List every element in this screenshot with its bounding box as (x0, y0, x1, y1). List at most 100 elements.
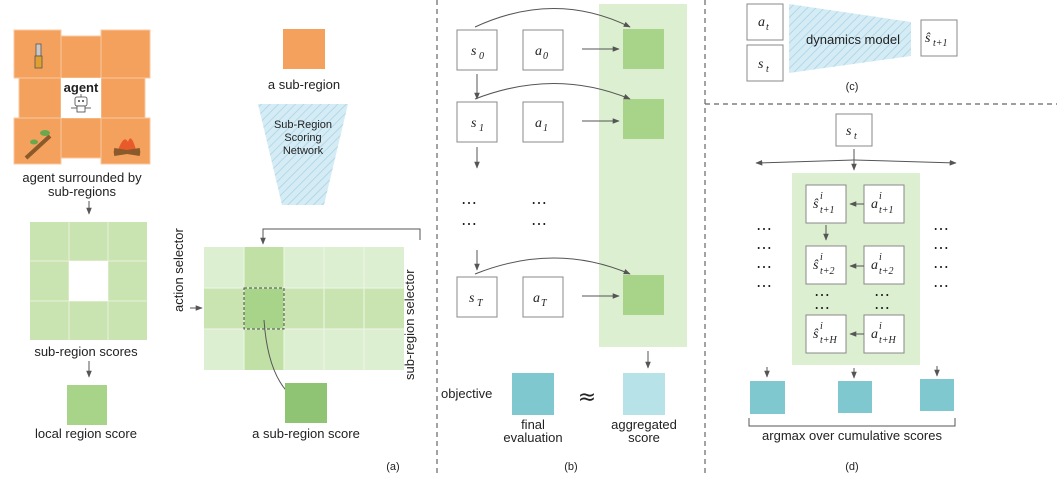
d-shat-H (805, 314, 847, 354)
action-selector-label: action selector (171, 228, 186, 312)
state-s0 (456, 29, 498, 71)
d-a-2-symbol: a (871, 258, 878, 273)
agent-label: agent (64, 80, 99, 95)
a1-sub: 1 (543, 123, 548, 134)
d-shat-2-symbol: ŝ (813, 258, 819, 273)
knife-icon (34, 43, 43, 69)
a-sub-region-label: a sub-region (268, 77, 340, 92)
network-label-line2: Scoring (284, 132, 321, 144)
c-state-box (746, 44, 784, 82)
ellipsis-a-1: ⋯ (531, 195, 548, 212)
d-a-2-sub: t+2 (879, 266, 894, 277)
branch-icon (24, 130, 52, 160)
d-right-dots-1: ⋯ (933, 221, 950, 238)
c-at-symbol: a (758, 15, 765, 30)
c-st-symbol: s (758, 57, 764, 72)
d-shat-H-sup: i (820, 321, 823, 332)
d-shat-2 (805, 245, 847, 285)
d-shat-1-sub: t+1 (820, 205, 835, 216)
a0-sub: 0 (543, 51, 548, 62)
state-sT (456, 276, 498, 318)
d-left-dots-3: ⋯ (756, 259, 773, 276)
d-a-1 (863, 184, 905, 224)
s0-sub: 0 (479, 51, 484, 62)
action-a1 (522, 101, 564, 143)
d-ellipsis-a-2: ⋯ (874, 300, 891, 317)
score-box-0 (623, 29, 664, 69)
panel-a: agent agent surrounded by sub-regions su… (13, 29, 421, 473)
sub-region-scores-label: sub-region scores (34, 344, 138, 359)
action-a0 (522, 29, 564, 71)
d-a-2-sup: i (879, 252, 882, 263)
sub-region-scores-grid (30, 222, 147, 340)
sub-region-score-box (285, 383, 327, 423)
sub-region-selector-label: sub-region selector (402, 269, 417, 380)
approx-symbol: ≈ (578, 385, 596, 410)
dynamics-model-label: dynamics model (806, 32, 900, 47)
robot-icon (71, 94, 91, 113)
d-right-dots-2: ⋯ (933, 240, 950, 257)
c-next-state-box (920, 19, 958, 57)
aggregated-score-box (623, 373, 665, 415)
aT-sub: T (541, 298, 548, 309)
d-state-box (835, 113, 873, 147)
ellipsis-s-1: ⋯ (461, 195, 478, 212)
d-shat-H-sub: t+H (820, 335, 838, 346)
c-shat-symbol: ŝ (925, 31, 931, 46)
state-s1 (456, 101, 498, 143)
aggregated-score-line2: score (628, 430, 660, 445)
s1-sub: 1 (479, 123, 484, 134)
s0-symbol: s (471, 44, 477, 59)
objective-label: objective (441, 386, 492, 401)
d-a-1-sub: t+1 (879, 205, 894, 216)
d-score-box-mid (838, 381, 872, 413)
d-ellipsis-a-1: ⋯ (874, 287, 891, 304)
d-score-box-left (750, 381, 785, 414)
score-grid (204, 247, 404, 370)
campfire-icon (113, 138, 141, 156)
c-action-box (746, 3, 784, 41)
aggregated-score-line1: aggregated (611, 417, 677, 432)
single-sub-region-box (283, 29, 325, 69)
final-evaluation-line1: final (521, 417, 545, 432)
score-box-T (623, 275, 664, 315)
agent-caption-line1: agent surrounded by (22, 170, 142, 185)
a1-symbol: a (535, 116, 542, 131)
c-shat-sub: t+1 (933, 38, 948, 49)
local-region-score-label: local region score (35, 426, 137, 441)
argmax-bracket (748, 418, 956, 427)
d-a-H-sub: t+H (879, 335, 897, 346)
d-shat-2-sup: i (820, 252, 823, 263)
s1-symbol: s (471, 116, 477, 131)
d-shat-H-symbol: ŝ (813, 327, 819, 342)
panel-d: s t ŝ i t+1 a i t+1 ŝ i t+2 a i t+2 ⋯ ⋯ … (748, 113, 957, 473)
sT-symbol: s (469, 291, 475, 306)
local-region-score-box (67, 385, 107, 425)
ellipsis-s-2: ⋯ (461, 216, 478, 233)
d-ellipsis-s-1: ⋯ (814, 287, 831, 304)
agent-grid (13, 29, 151, 165)
panel-c-label: (c) (846, 81, 859, 93)
a0-symbol: a (535, 44, 542, 59)
aT-symbol: a (533, 291, 540, 306)
agent-caption-line2: sub-regions (48, 184, 116, 199)
d-shat-1-symbol: ŝ (813, 197, 819, 212)
panel-c: a t s t dynamics model ŝ t+1 (c) (746, 3, 958, 93)
network-label-line1: Sub-Region (274, 119, 332, 131)
panel-b-label: (b) (564, 461, 577, 473)
d-a-1-sup: i (879, 191, 882, 202)
d-shat-1-sup: i (820, 191, 823, 202)
d-st-symbol: s (846, 124, 852, 139)
d-a-2 (863, 245, 905, 285)
d-shat-1 (805, 184, 847, 224)
final-evaluation-box (512, 373, 554, 415)
d-left-dots-1: ⋯ (756, 221, 773, 238)
sT-sub: T (477, 298, 484, 309)
argmax-label: argmax over cumulative scores (762, 428, 942, 443)
panel-d-label: (d) (845, 461, 858, 473)
final-evaluation-line2: evaluation (503, 430, 562, 445)
dynamics-model-shape (789, 4, 911, 73)
d-left-dots-4: ⋯ (756, 278, 773, 295)
d-shat-2-sub: t+2 (820, 266, 835, 277)
